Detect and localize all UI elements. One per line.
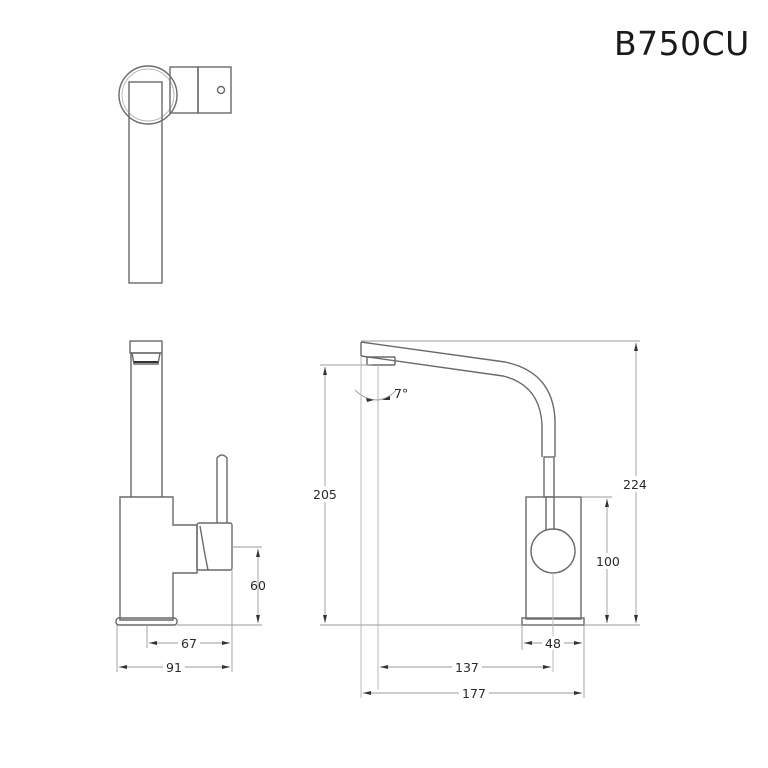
dim-137-label: 137 [455,660,479,675]
dim-60-label: 60 [250,578,266,593]
model-code-title: B750CU [614,24,750,63]
dim-48-label: 48 [545,636,561,651]
dim-177-label: 177 [462,686,486,701]
side-view: 60 67 91 [115,340,266,675]
dim-7-degree-label: 7° [394,386,408,401]
dim-67-label: 67 [181,636,197,651]
front-view: 7° 205 224 100 48 [310,340,652,701]
dim-91-label: 91 [166,660,182,675]
dim-205-label: 205 [313,487,337,502]
top-view [118,65,232,284]
dim-100-label: 100 [596,554,620,569]
dim-224-label: 224 [623,477,647,492]
